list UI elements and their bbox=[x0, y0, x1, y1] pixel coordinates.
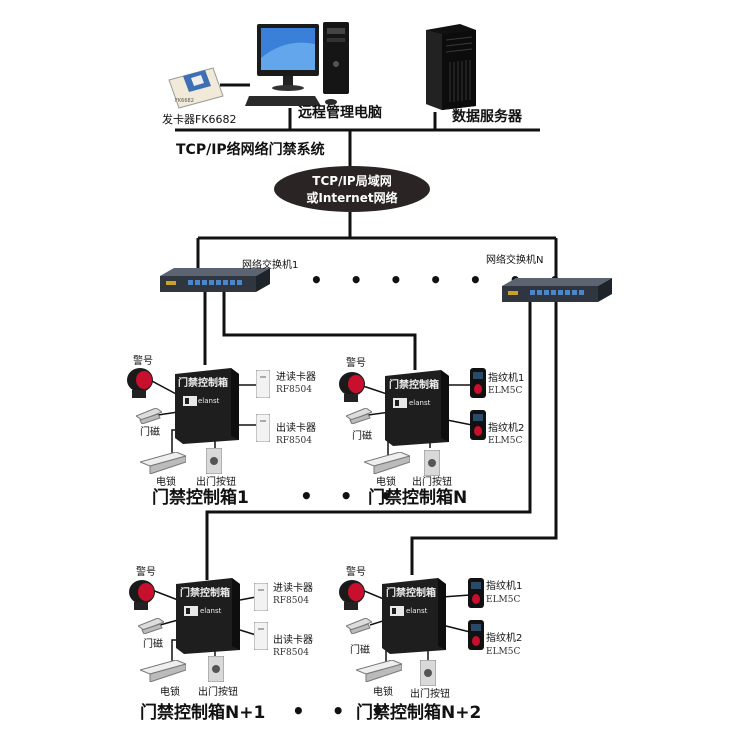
card-issuer-screen: FK6682 bbox=[175, 98, 194, 104]
reader2-label: 指纹机2 bbox=[488, 423, 525, 434]
controller-box-icon bbox=[382, 578, 446, 654]
row-ellipsis: • • • bbox=[300, 484, 403, 508]
exit-button-icon bbox=[206, 448, 222, 474]
reader1-label: 进读卡器 bbox=[276, 372, 316, 383]
door-magnet-label: 门磁 bbox=[143, 639, 163, 650]
fingerprint-reader-icon bbox=[470, 410, 486, 440]
alarm-label: 警号 bbox=[136, 567, 156, 578]
controller-box-name: 门禁控制箱N+2 bbox=[356, 703, 482, 723]
switch1-label: 网络交换机1 bbox=[242, 260, 299, 271]
reader2-label: 出读卡器 bbox=[276, 423, 316, 434]
cloud-line1: TCP/IP局域网 bbox=[312, 174, 392, 188]
controller-box-title: 门禁控制箱 bbox=[178, 378, 228, 389]
reader2-label: 出读卡器 bbox=[273, 635, 313, 646]
card-reader-icon bbox=[254, 622, 268, 650]
alarm-siren-icon bbox=[129, 580, 155, 610]
switch-ellipsis: • • • • • • • bbox=[310, 268, 572, 292]
lock-label: 电锁 bbox=[156, 477, 176, 488]
controller-box-icon bbox=[176, 578, 240, 654]
door-magnet-label: 门磁 bbox=[140, 427, 160, 438]
system-label: TCP/IP络网络门禁系统 bbox=[176, 142, 325, 158]
reader2-label: 指纹机2 bbox=[486, 633, 523, 644]
controller-box-icon bbox=[385, 370, 449, 446]
alarm-label: 警号 bbox=[133, 356, 153, 367]
card-reader-icon bbox=[256, 370, 270, 398]
switchN-label: 网络交换机N bbox=[486, 255, 544, 266]
fingerprint-reader-icon bbox=[468, 578, 484, 608]
door-magnet-label: 门磁 bbox=[352, 431, 372, 442]
electric-lock-icon bbox=[140, 660, 186, 682]
brand-mark: elanst bbox=[198, 397, 220, 405]
controller-box-name: 门禁控制箱N bbox=[368, 488, 468, 508]
door-magnet-icon bbox=[346, 618, 372, 634]
alarm-siren-icon bbox=[339, 372, 365, 402]
alarm-siren-icon bbox=[339, 580, 365, 610]
reader1-label: 指纹机1 bbox=[486, 581, 523, 592]
reader2-model: ELM5C bbox=[488, 436, 523, 446]
controller-box-icon bbox=[175, 368, 239, 444]
electric-lock-icon bbox=[140, 452, 186, 474]
lock-label: 电锁 bbox=[160, 687, 180, 698]
electric-lock-icon bbox=[356, 660, 402, 682]
remote-pc-icon bbox=[245, 22, 349, 106]
reader1-model: RF8504 bbox=[273, 596, 309, 606]
card-reader-icon bbox=[256, 414, 270, 442]
controller-box-name: 门禁控制箱N+1 bbox=[140, 703, 266, 723]
fingerprint-reader-icon bbox=[468, 620, 484, 650]
exit-button-icon bbox=[424, 450, 440, 476]
reader1-model: ELM5C bbox=[488, 386, 523, 396]
reader1-label: 进读卡器 bbox=[273, 583, 313, 594]
server-icon bbox=[426, 24, 476, 110]
door-magnet-icon bbox=[138, 618, 164, 634]
alarm-label: 警号 bbox=[346, 567, 366, 578]
network-cloud-icon bbox=[274, 166, 430, 212]
controller-box-title: 门禁控制箱 bbox=[389, 380, 439, 391]
brand-mark: elanst bbox=[200, 607, 222, 615]
server-label: 数据服务器 bbox=[452, 109, 522, 125]
cloud-line2: 或Internet网络 bbox=[306, 191, 398, 205]
card-issuer-label: 发卡器FK6682 bbox=[162, 113, 237, 126]
lock-label: 电锁 bbox=[376, 477, 396, 488]
fingerprint-reader-icon bbox=[470, 368, 486, 398]
controller-box-name: 门禁控制箱1 bbox=[152, 488, 249, 508]
reader2-model: ELM5C bbox=[486, 647, 521, 657]
network-switch-icon bbox=[502, 278, 612, 302]
reader1-model: ELM5C bbox=[486, 595, 521, 605]
reader1-model: RF8504 bbox=[276, 385, 312, 395]
brand-mark: elanst bbox=[406, 607, 428, 615]
brand-mark: elanst bbox=[409, 399, 431, 407]
network-switch-icon bbox=[160, 268, 270, 292]
reader2-model: RF8504 bbox=[276, 436, 312, 446]
door-magnet-label: 门磁 bbox=[350, 645, 370, 656]
door-magnet-icon bbox=[136, 408, 162, 424]
card-issuer-icon: FK6682 bbox=[168, 67, 224, 109]
card-reader-icon bbox=[254, 583, 268, 611]
reader2-model: RF8504 bbox=[273, 648, 309, 658]
exit-button-label: 出门按钮 bbox=[412, 477, 452, 488]
controller-box-title: 门禁控制箱 bbox=[386, 588, 436, 599]
lock-label: 电锁 bbox=[373, 687, 393, 698]
exit-button-icon bbox=[420, 660, 436, 686]
door-magnet-icon bbox=[346, 408, 372, 424]
controller-box-title: 门禁控制箱 bbox=[180, 588, 230, 599]
exit-button-icon bbox=[208, 656, 224, 682]
exit-button-label: 出门按钮 bbox=[196, 477, 236, 488]
row-ellipsis: • • • bbox=[292, 699, 395, 723]
electric-lock-icon bbox=[364, 452, 410, 474]
exit-button-label: 出门按钮 bbox=[410, 689, 450, 700]
reader1-label: 指纹机1 bbox=[488, 373, 525, 384]
exit-button-label: 出门按钮 bbox=[198, 687, 238, 698]
remote-pc-label: 远程管理电脑 bbox=[298, 105, 382, 121]
alarm-siren-icon bbox=[127, 368, 153, 398]
alarm-label: 警号 bbox=[346, 358, 366, 369]
